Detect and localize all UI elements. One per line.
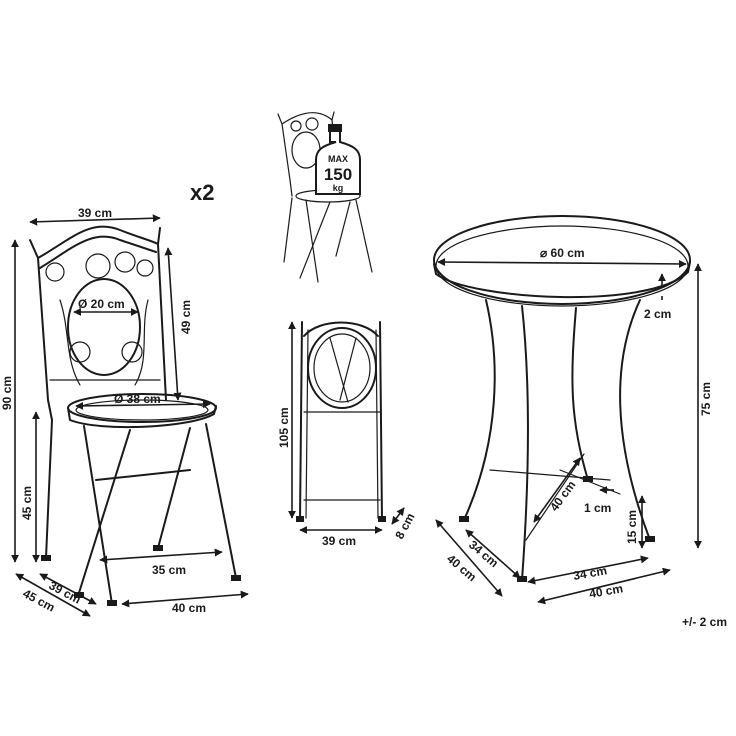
tolerance-label: +/- 2 cm [682, 615, 727, 629]
table-height-label: 75 cm [699, 382, 713, 416]
table-outer-width-label: 40 cm [588, 581, 624, 601]
max-load-badge: MAX 150 kg [315, 124, 361, 195]
table-inner-width-label: 34 cm [572, 563, 608, 583]
table-drawing [433, 215, 691, 582]
folded-height-label: 105 cm [277, 407, 291, 448]
table-top-diameter-label: ⌀ 60 cm [540, 246, 585, 260]
chair-drawing [29, 225, 241, 606]
chair-seat-height-label: 45 cm [20, 486, 34, 520]
badge-unit-label: kg [333, 183, 344, 193]
quantity-label: x2 [190, 180, 214, 205]
chair-leg-span-label: 35 cm [152, 563, 186, 577]
table-top-thickness-label: 2 cm [644, 307, 671, 321]
table-dimensions [435, 258, 702, 605]
chair-base-width-label: 40 cm [172, 601, 206, 615]
chair-total-height-label: 90 cm [0, 376, 14, 410]
badge-load-value: 150 [324, 165, 352, 184]
table-brace-height-label: 15 cm [625, 510, 639, 544]
chair-load-illustration [277, 111, 373, 283]
chair-back-height-label: 49 cm [179, 300, 193, 334]
folded-width-label: 39 cm [322, 534, 356, 548]
badge-max-label: MAX [328, 154, 348, 164]
chair-dimensions [11, 214, 249, 617]
chair-seat-diameter-label: Ø 38 cm [114, 392, 161, 406]
table-foot-label: 1 cm [584, 501, 611, 515]
chair-back-circle-label: Ø 20 cm [78, 297, 125, 311]
chair-top-width-label: 39 cm [78, 206, 112, 220]
folded-chair-dimensions [288, 321, 405, 534]
table-outer-depth-label: 40 cm [444, 552, 479, 585]
table-inner-depth-label: 34 cm [466, 538, 501, 571]
folded-thickness-label: 8 cm [392, 511, 417, 542]
folded-chair-drawing [296, 321, 386, 522]
